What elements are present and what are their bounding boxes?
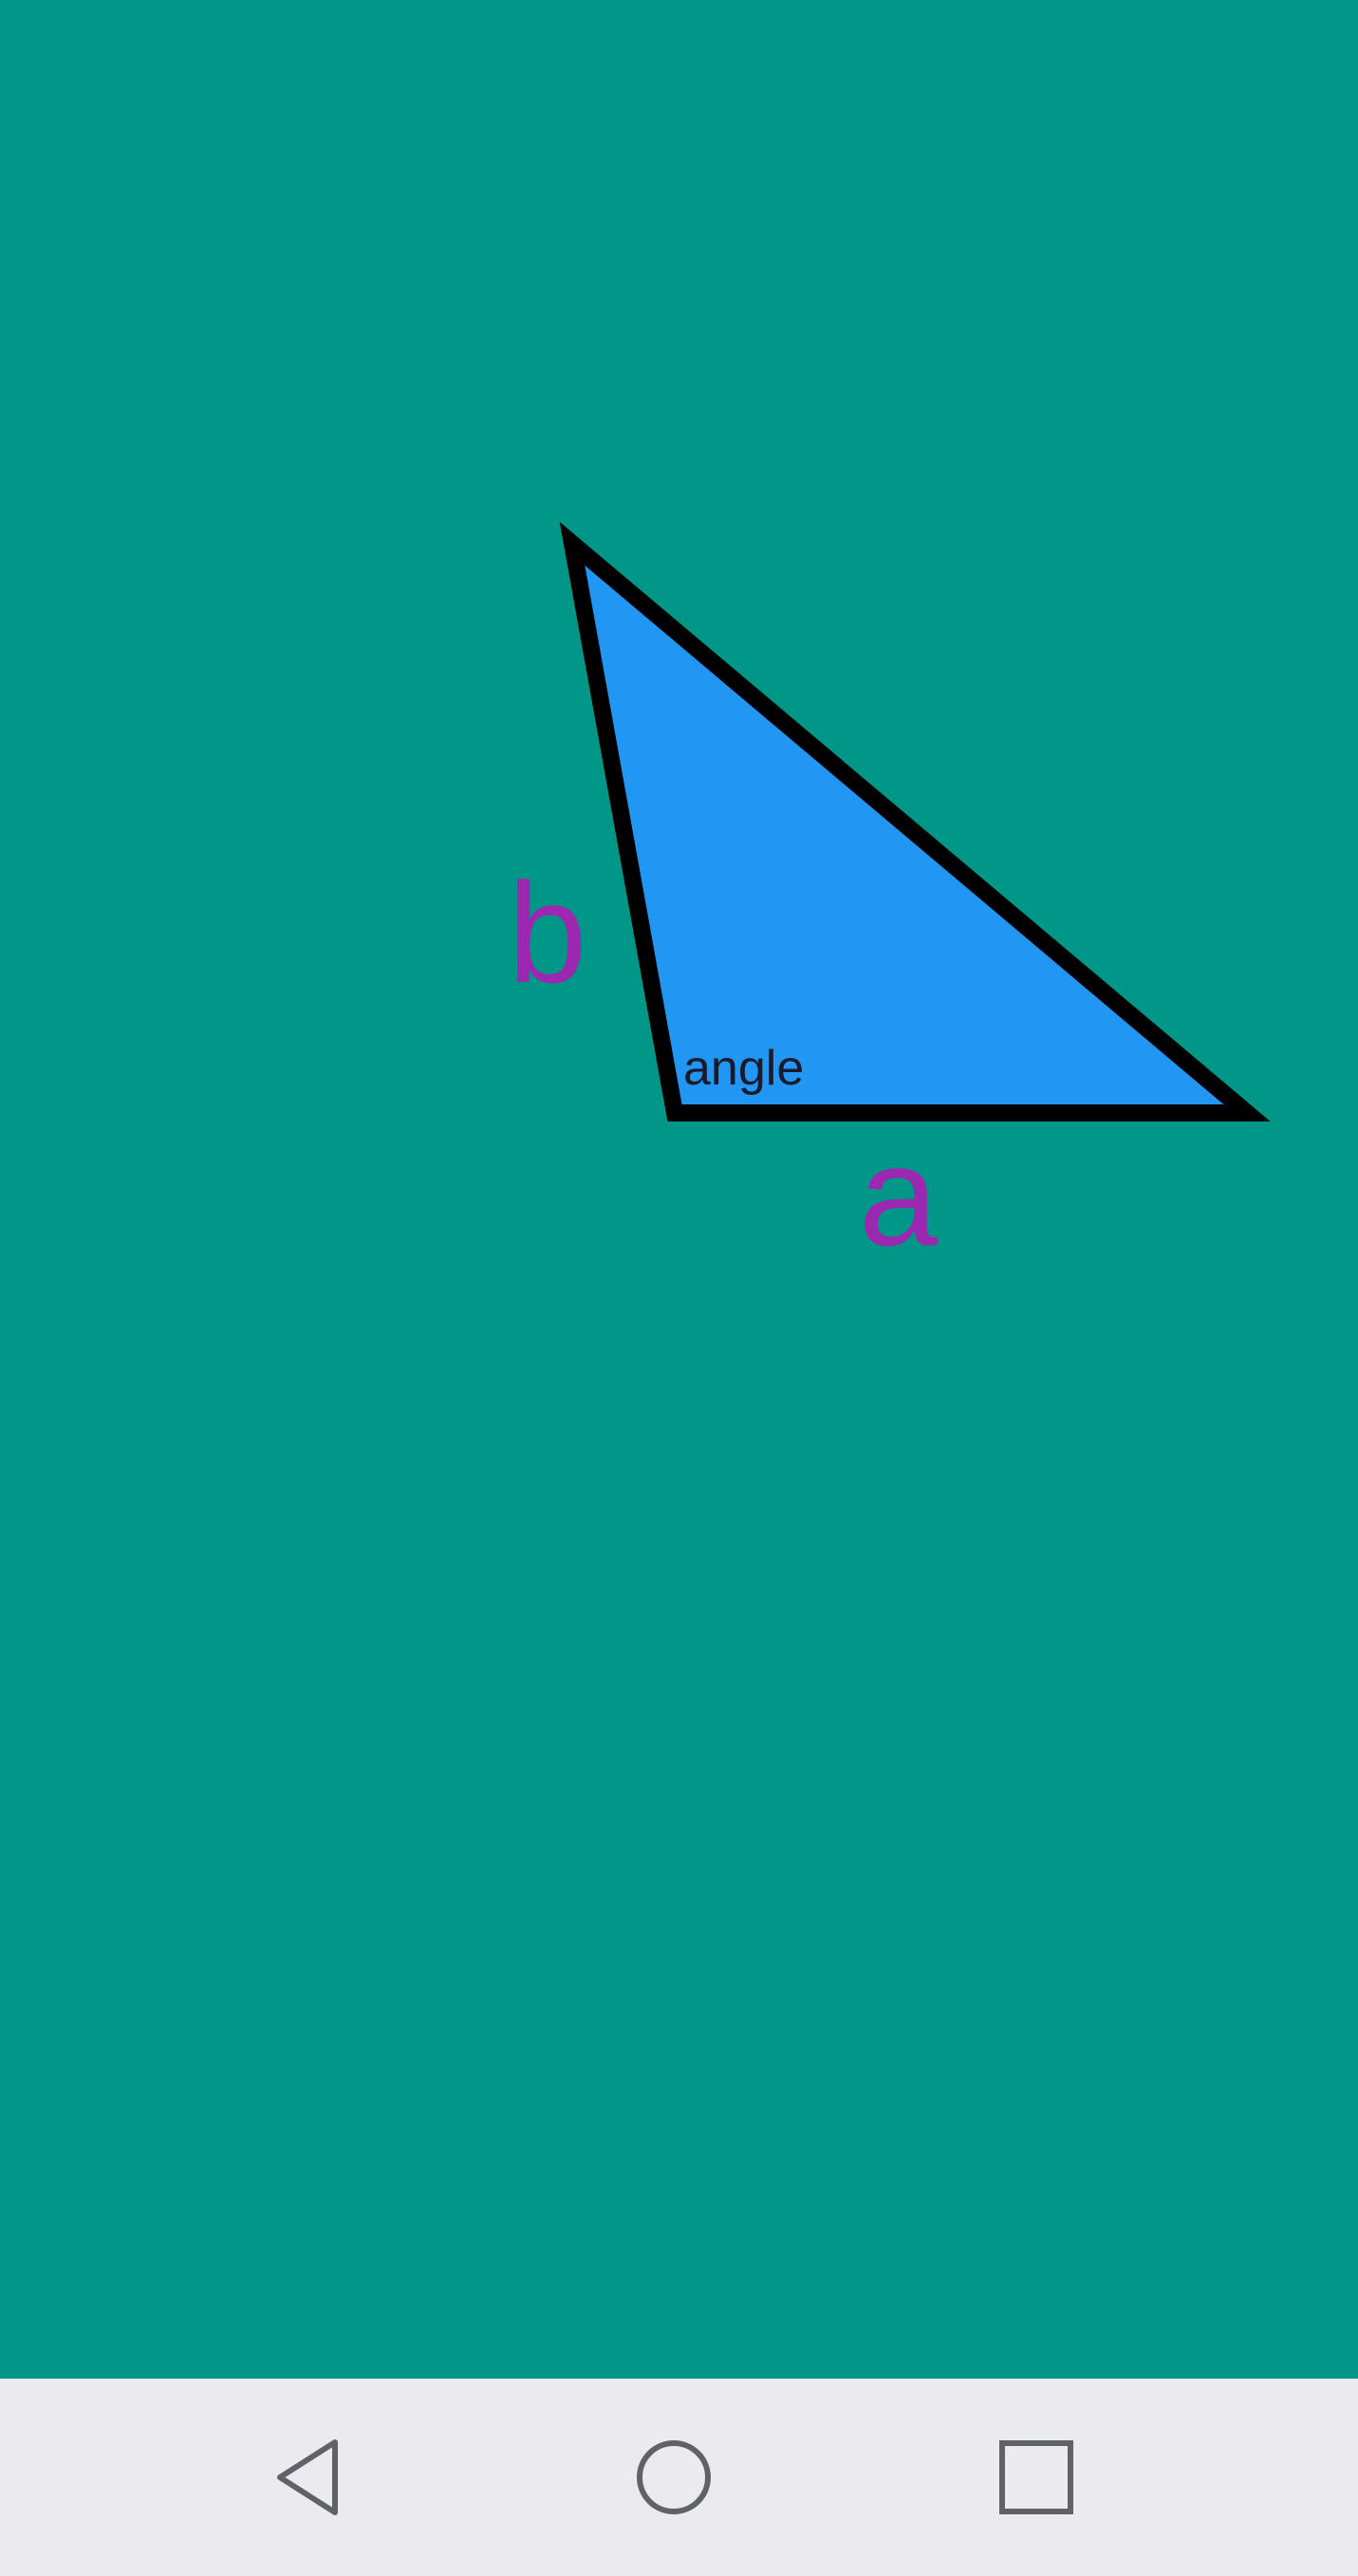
triangle-shape [559,522,1271,1121]
canvas-background [0,0,1358,2379]
side-b-label: b [508,853,586,1012]
triangle-figure: b a angle [0,0,1358,2379]
side-a-label: a [859,1116,939,1275]
circle-home-icon [637,2440,711,2514]
triangle-back-icon [277,2439,338,2515]
back-button[interactable] [264,2428,363,2527]
recents-button[interactable] [987,2428,1086,2527]
drawing-canvas: b a angle [0,0,1358,2379]
square-recents-icon [999,2440,1073,2514]
angle-label: angle [683,1041,804,1096]
navigation-bar [0,2379,1358,2576]
home-button[interactable] [624,2428,723,2527]
